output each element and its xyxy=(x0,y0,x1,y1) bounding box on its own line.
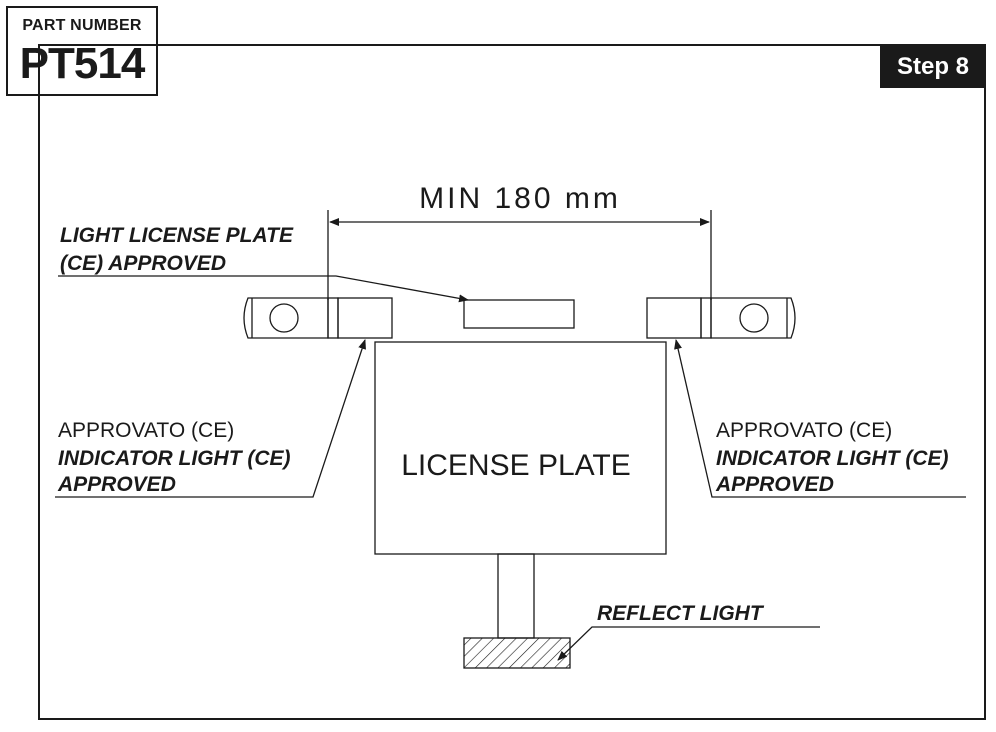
right-indicator-light xyxy=(646,297,796,339)
part-number-label: PART NUMBER xyxy=(22,17,142,34)
part-number-box: PART NUMBER PT514 xyxy=(6,6,158,96)
license-plate-light xyxy=(463,299,575,329)
right-indicator-label-line3: APPROVED xyxy=(715,473,834,496)
step-badge: Step 8 xyxy=(880,46,986,88)
reflect-light xyxy=(463,637,571,669)
mount-stem xyxy=(497,553,535,639)
license-plate-light-label-line1: LIGHT LICENSE PLATE xyxy=(60,224,294,247)
leader-reflect-light xyxy=(557,626,820,661)
reflect-light-label: REFLECT LIGHT xyxy=(597,602,765,625)
left-indicator-label-line2: INDICATOR LIGHT (CE) xyxy=(58,447,291,470)
leader-left-indicator xyxy=(55,339,366,498)
license-plate-label: LICENSE PLATE xyxy=(401,449,631,482)
license-plate-light-label-line2: (CE) APPROVED xyxy=(60,252,226,275)
license-plate-outline xyxy=(374,341,667,555)
part-number-value: PT514 xyxy=(19,39,146,88)
right-indicator-label-line2: INDICATOR LIGHT (CE) xyxy=(716,447,949,470)
left-indicator-label-line1: APPROVATO (CE) xyxy=(58,419,234,442)
left-indicator-label-line3: APPROVED xyxy=(57,473,176,496)
left-indicator-light xyxy=(243,297,393,339)
leader-right-indicator xyxy=(674,339,966,498)
diagram-frame xyxy=(38,44,986,720)
leader-license-plate-light xyxy=(58,275,469,303)
right-indicator-label-line1: APPROVATO (CE) xyxy=(716,419,892,442)
dimension-label: MIN 180 mm xyxy=(419,182,621,215)
